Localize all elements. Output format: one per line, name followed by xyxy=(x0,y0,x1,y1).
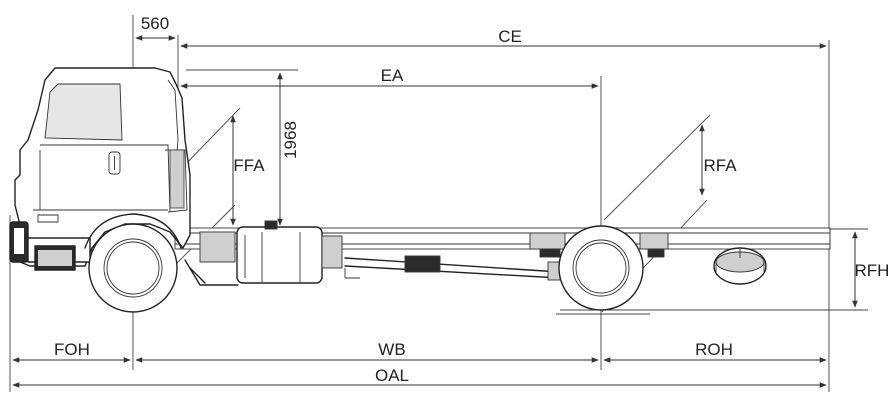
front-bumper xyxy=(9,221,91,271)
rear-wheel xyxy=(558,225,644,311)
rear-suspension xyxy=(529,232,669,258)
label-oal: OAL xyxy=(375,366,409,385)
dimension-labels: 560 CE EA 1968 FFA RFA RFH FOH WB ROH OA… xyxy=(54,14,888,385)
label-wb: WB xyxy=(378,340,405,359)
label-ea: EA xyxy=(381,66,404,85)
label-ce: CE xyxy=(498,27,522,46)
dimension-lines xyxy=(12,35,858,388)
fuel-tank xyxy=(184,220,323,286)
label-560: 560 xyxy=(141,14,169,33)
label-rfh: RFH xyxy=(855,261,888,280)
label-roh: ROH xyxy=(695,340,733,359)
label-ffa: FFA xyxy=(233,156,265,175)
drive-shaft xyxy=(321,235,561,281)
label-foh: FOH xyxy=(54,340,90,359)
front-wheel xyxy=(84,213,182,313)
truck-illustration xyxy=(9,67,831,313)
label-rfa: RFA xyxy=(703,156,737,175)
spare-wheel xyxy=(713,247,767,285)
label-1968: 1968 xyxy=(281,121,300,159)
